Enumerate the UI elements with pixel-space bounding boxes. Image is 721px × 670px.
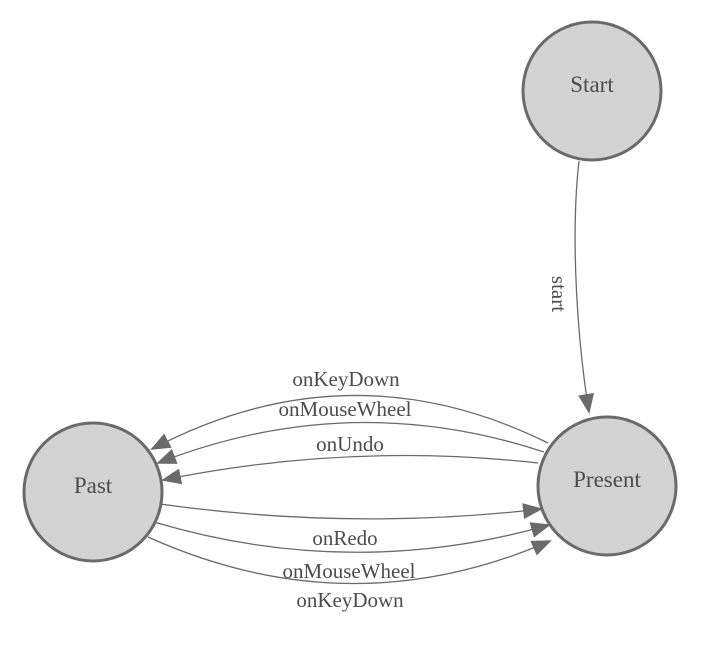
state-node-start[interactable] xyxy=(521,20,663,162)
edge-label-start-to-present: start xyxy=(547,276,571,312)
state-node-label-start: Start xyxy=(570,72,614,97)
transition-edge-start-to-present xyxy=(574,160,594,414)
state-node-label-present: Present xyxy=(573,467,641,492)
edge-label-past-to-present-mousewheel: onMouseWheel xyxy=(283,559,416,583)
transition-edge-present-to-past-keydown xyxy=(150,394,549,450)
transition-edge-past-to-present-redo xyxy=(159,503,543,520)
transition-edge-past-to-present-mousewheel xyxy=(153,521,551,553)
state-node-past[interactable] xyxy=(22,421,164,563)
state-node-present[interactable] xyxy=(536,415,678,557)
edge-label-past-to-present-redo: onRedo xyxy=(312,526,377,550)
transition-edge-present-to-past-undo xyxy=(161,454,539,485)
edge-label-present-to-past-keydown: onKeyDown xyxy=(292,367,400,391)
edge-label-present-to-past-undo: onUndo xyxy=(316,432,384,456)
transition-edge-present-to-past-mousewheel xyxy=(156,421,545,464)
edge-label-past-to-present-keydown: onKeyDown xyxy=(296,588,404,612)
edge-layer xyxy=(147,160,594,585)
edge-label-layer: start onKeyDown onMouseWheel onUndo onRedo on… xyxy=(279,276,571,612)
state-node-label-past: Past xyxy=(74,473,113,498)
edge-label-present-to-past-mousewheel: onMouseWheel xyxy=(279,397,412,421)
transition-edge-past-to-present-keydown xyxy=(147,536,552,585)
